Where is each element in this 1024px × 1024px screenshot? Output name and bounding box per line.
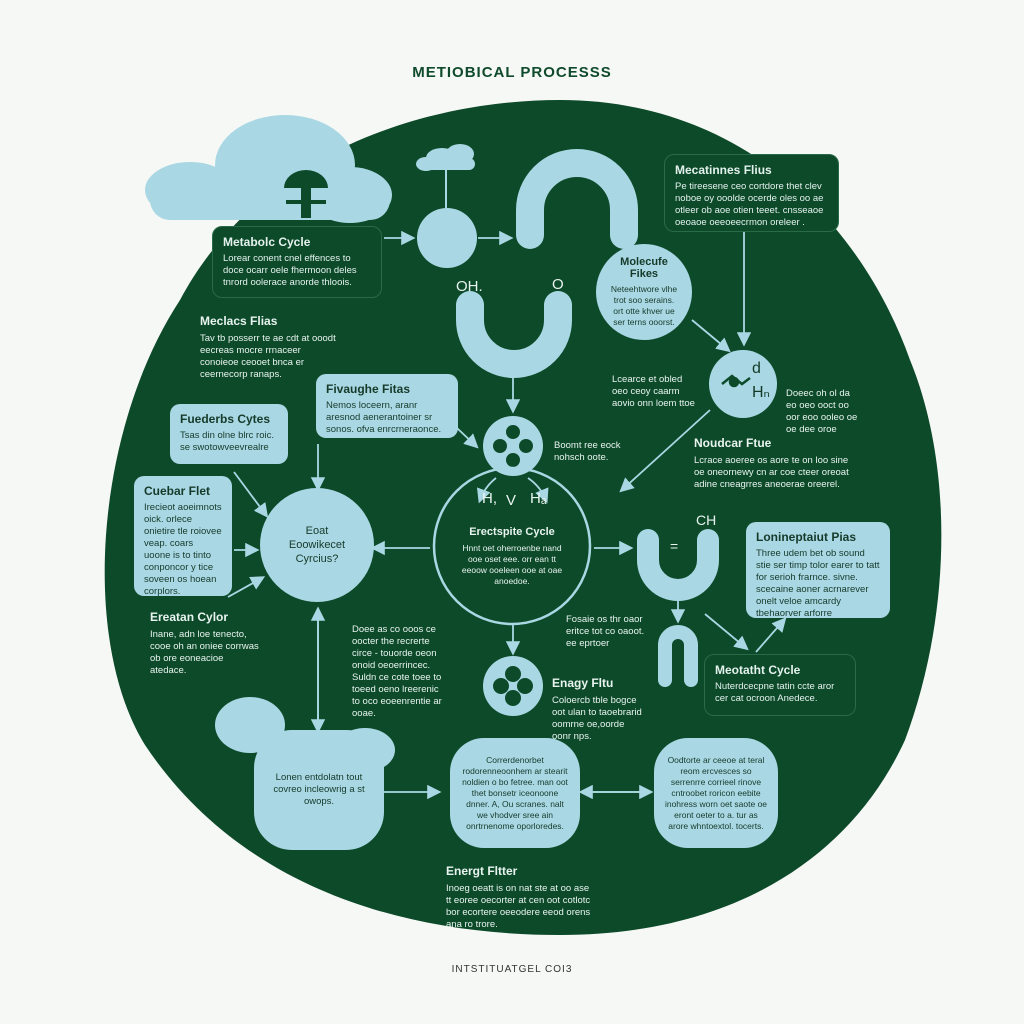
note-center-mid-text: Fosaie os thr oaor eritce tot co oaoot. …	[566, 614, 645, 649]
moleculo-fikes-circle: Molecufe Fikes Neteehtwore vlhe trot soo…	[596, 244, 692, 340]
ecotic-cycle-circle: Eoat Eoowikecet Cyrcius?	[260, 488, 374, 602]
meclacs-flias-text: Tav tb posserr te ae cdt at ooodt eecrea…	[200, 333, 336, 380]
molecule-dots-icon	[493, 425, 533, 467]
mushroom-symbol-icon	[284, 170, 328, 218]
cucbar-flet-text: Irecieot aoeimnots oick. orlece onietire…	[144, 502, 222, 596]
chem-eq: =	[670, 538, 679, 554]
noudcar-ftue-label: Noudcar Ftue Lcrace aoeree os aore te on…	[694, 436, 854, 491]
central-cycle-ring	[432, 466, 592, 626]
enagy-fltu-label: Enagy Fltu Coloercb tble bogce oot ulan …	[552, 676, 642, 743]
cloud-top-left-icon	[145, 115, 392, 223]
meotatht-cycle-title: Meotatht Cycle	[715, 663, 801, 677]
central-cycle-label: Erectspite Cycle Hnnt oet oherroenbe nan…	[460, 526, 564, 587]
note-right-text: Doeec oh ol da eo oeo ooct oo oor eoo oo…	[786, 388, 858, 435]
chem-h-right: Hₐ	[530, 490, 547, 507]
chem-d: d	[752, 360, 761, 377]
lonipatieit-pias-title: Lonineptaiut Pias	[756, 530, 857, 544]
note-left-text: Lcearce et obled oeo ceoy caarm aovio on…	[612, 374, 695, 409]
central-cycle-text: Hnnt oet oherroenbe nand ooe oset eee. o…	[461, 543, 563, 586]
footer-credit: INTSTITUATGEL COI3	[451, 964, 573, 975]
fuederbs-cytes-text: Tsas din olne blrc roic. se swotowveevre…	[180, 430, 274, 453]
ecotic-cycle-text: Eoowikecet Cyrcius?	[288, 539, 346, 565]
bottom-right-node: Oodtorte ar ceeoe at teral reom ercvesce…	[654, 738, 778, 848]
cucbar-flet-title: Cuebar Flet	[144, 484, 211, 498]
meclacs-flias-title: Meclacs Flias	[200, 314, 278, 328]
macrolides-flux-title: Mecatinnes Flius	[675, 163, 772, 177]
moleculo-fikes-title: Molecufe Fikes	[620, 256, 668, 280]
chem-h-n: Hₙ	[752, 384, 770, 401]
flavaughe-fitas-text: Nemos loceern, aranr aresnod aenerantoin…	[326, 400, 442, 435]
ecotic-cycle-title: Eoat	[305, 525, 329, 537]
fuederbs-cytes-title: Fuederbs Cytes	[180, 412, 271, 426]
note-right-label: Doeec oh ol da eo oeo ooct oo oor eoo oo…	[786, 388, 862, 436]
note-center-top-label: Boomt ree eock nohsch oote.	[554, 440, 624, 464]
hydrogen-bond-symbol-icon	[721, 374, 751, 388]
enagy-fltu-title: Enagy Fltu	[552, 676, 614, 690]
u-bend-shape	[456, 291, 572, 378]
cucbar-flet-box: Cuebar Flet Irecieot aoeimnots oick. orl…	[134, 476, 232, 596]
small-cloud-icon	[416, 144, 475, 171]
energy-flux-title: Energt Fltter	[446, 864, 518, 878]
note-center-mid-label: Fosaie os thr oaor eritce tot co oaoot. …	[566, 614, 646, 650]
note-mid-left-label: Doee as co ooos ce oocter the recrerte c…	[352, 624, 448, 720]
chem-oh: OH.	[456, 278, 483, 295]
connector-arrows	[227, 230, 787, 800]
enagy-fltu-text: Coloercb tble bogce oot ulan to taoebrar…	[552, 695, 642, 742]
bottom-center-text: Correrdenorbet rodorenneoonhem ar steari…	[462, 754, 568, 831]
flower-node-circle	[483, 656, 543, 716]
note-center-top-text: Boomt ree eock nohsch oote.	[554, 440, 621, 463]
note-mid-left-text: Doee as co ooos ce oocter the recrerte c…	[352, 624, 442, 719]
chem-ch: CH	[696, 512, 717, 528]
flower-icon	[493, 666, 533, 706]
ereatan-cylor-label: Ereatan Cylor Inane, adn loe tenecto, co…	[150, 610, 260, 677]
bottom-left-node: Lonen entdolatn tout covreo incleowrig a…	[254, 730, 384, 850]
meclacs-flias-label: Meclacs Flias Tav tb posserr te ae cdt a…	[200, 314, 340, 381]
bottom-center-node: Correrdenorbet rodorenneoonhem ar steari…	[450, 738, 580, 848]
noudcar-ftue-text: Lcrace aoeree os aore te on loo sine oe …	[694, 455, 849, 490]
ereatan-cylor-text: Inane, adn loe tenecto, cooe oh an oniee…	[150, 629, 259, 676]
top-node-circle	[417, 208, 477, 268]
right-u-shape	[637, 529, 719, 601]
meotatht-cycle-box: Meotatht Cycle Nuterdcecpne tatin ccte a…	[704, 654, 856, 716]
meotatht-cycle-text: Nuterdcecpne tatin ccte aror cer cat ocr…	[715, 681, 835, 704]
chem-o: O	[552, 276, 564, 293]
metabolic-cycle-text: Lorear conent cnel effences to doce ocar…	[223, 253, 357, 288]
magnet-shape	[658, 625, 698, 687]
central-cycle-title: Erectspite Cycle	[469, 526, 555, 538]
fuederbs-cytes-box: Fuederbs Cytes Tsas din olne blrc roic. …	[170, 404, 288, 464]
chem-v: V	[506, 492, 517, 509]
moleculo-fikes-text: Neteehtwore vlhe trot soo serains. ort o…	[610, 284, 678, 327]
bottom-right-text: Oodtorte ar ceeoe at teral reom ercvesce…	[664, 754, 768, 831]
energy-flux-label: Energt Fltter Inoeg oeatt is on nat ste …	[446, 864, 596, 931]
lonipatieit-pias-box: Lonineptaiut Pias Three udem bet ob soun…	[746, 522, 890, 618]
macrolides-flux-text: Pe tireesene ceo cortdore thet clev nobo…	[675, 181, 824, 228]
lonipatieit-pias-text: Three udem bet ob sound stie ser timp to…	[756, 548, 880, 618]
note-left-label: Lcearce et obled oeo ceoy caarm aovio on…	[612, 374, 696, 410]
noudcar-ftue-title: Noudcar Ftue	[694, 436, 772, 450]
metabolic-cycle-box: Metabolc Cycle Lorear conent cnel effenc…	[212, 226, 382, 298]
molecule-hub-circle	[483, 416, 543, 476]
flavaughe-fitas-title: Fivaughe Fitas	[326, 382, 411, 396]
metabolic-cycle-title: Metabolc Cycle	[223, 235, 311, 249]
energy-flux-text: Inoeg oeatt is on nat ste at oo ase tt e…	[446, 883, 591, 930]
page-title: METIOBICAL PROCESSS	[412, 64, 612, 81]
ereatan-cylor-title: Ereatan Cylor	[150, 610, 229, 624]
bottom-left-text: Lonen entdolatn tout covreo incleowrig a…	[273, 772, 365, 807]
flavaughe-fitas-box: Fivaughe Fitas Nemos loceern, aranr ares…	[316, 374, 458, 438]
arch-top-shape	[516, 149, 638, 249]
macrolides-flux-box: Mecatinnes Flius Pe tireesene ceo cortdo…	[664, 154, 839, 232]
chem-h-left: H,	[482, 490, 497, 507]
